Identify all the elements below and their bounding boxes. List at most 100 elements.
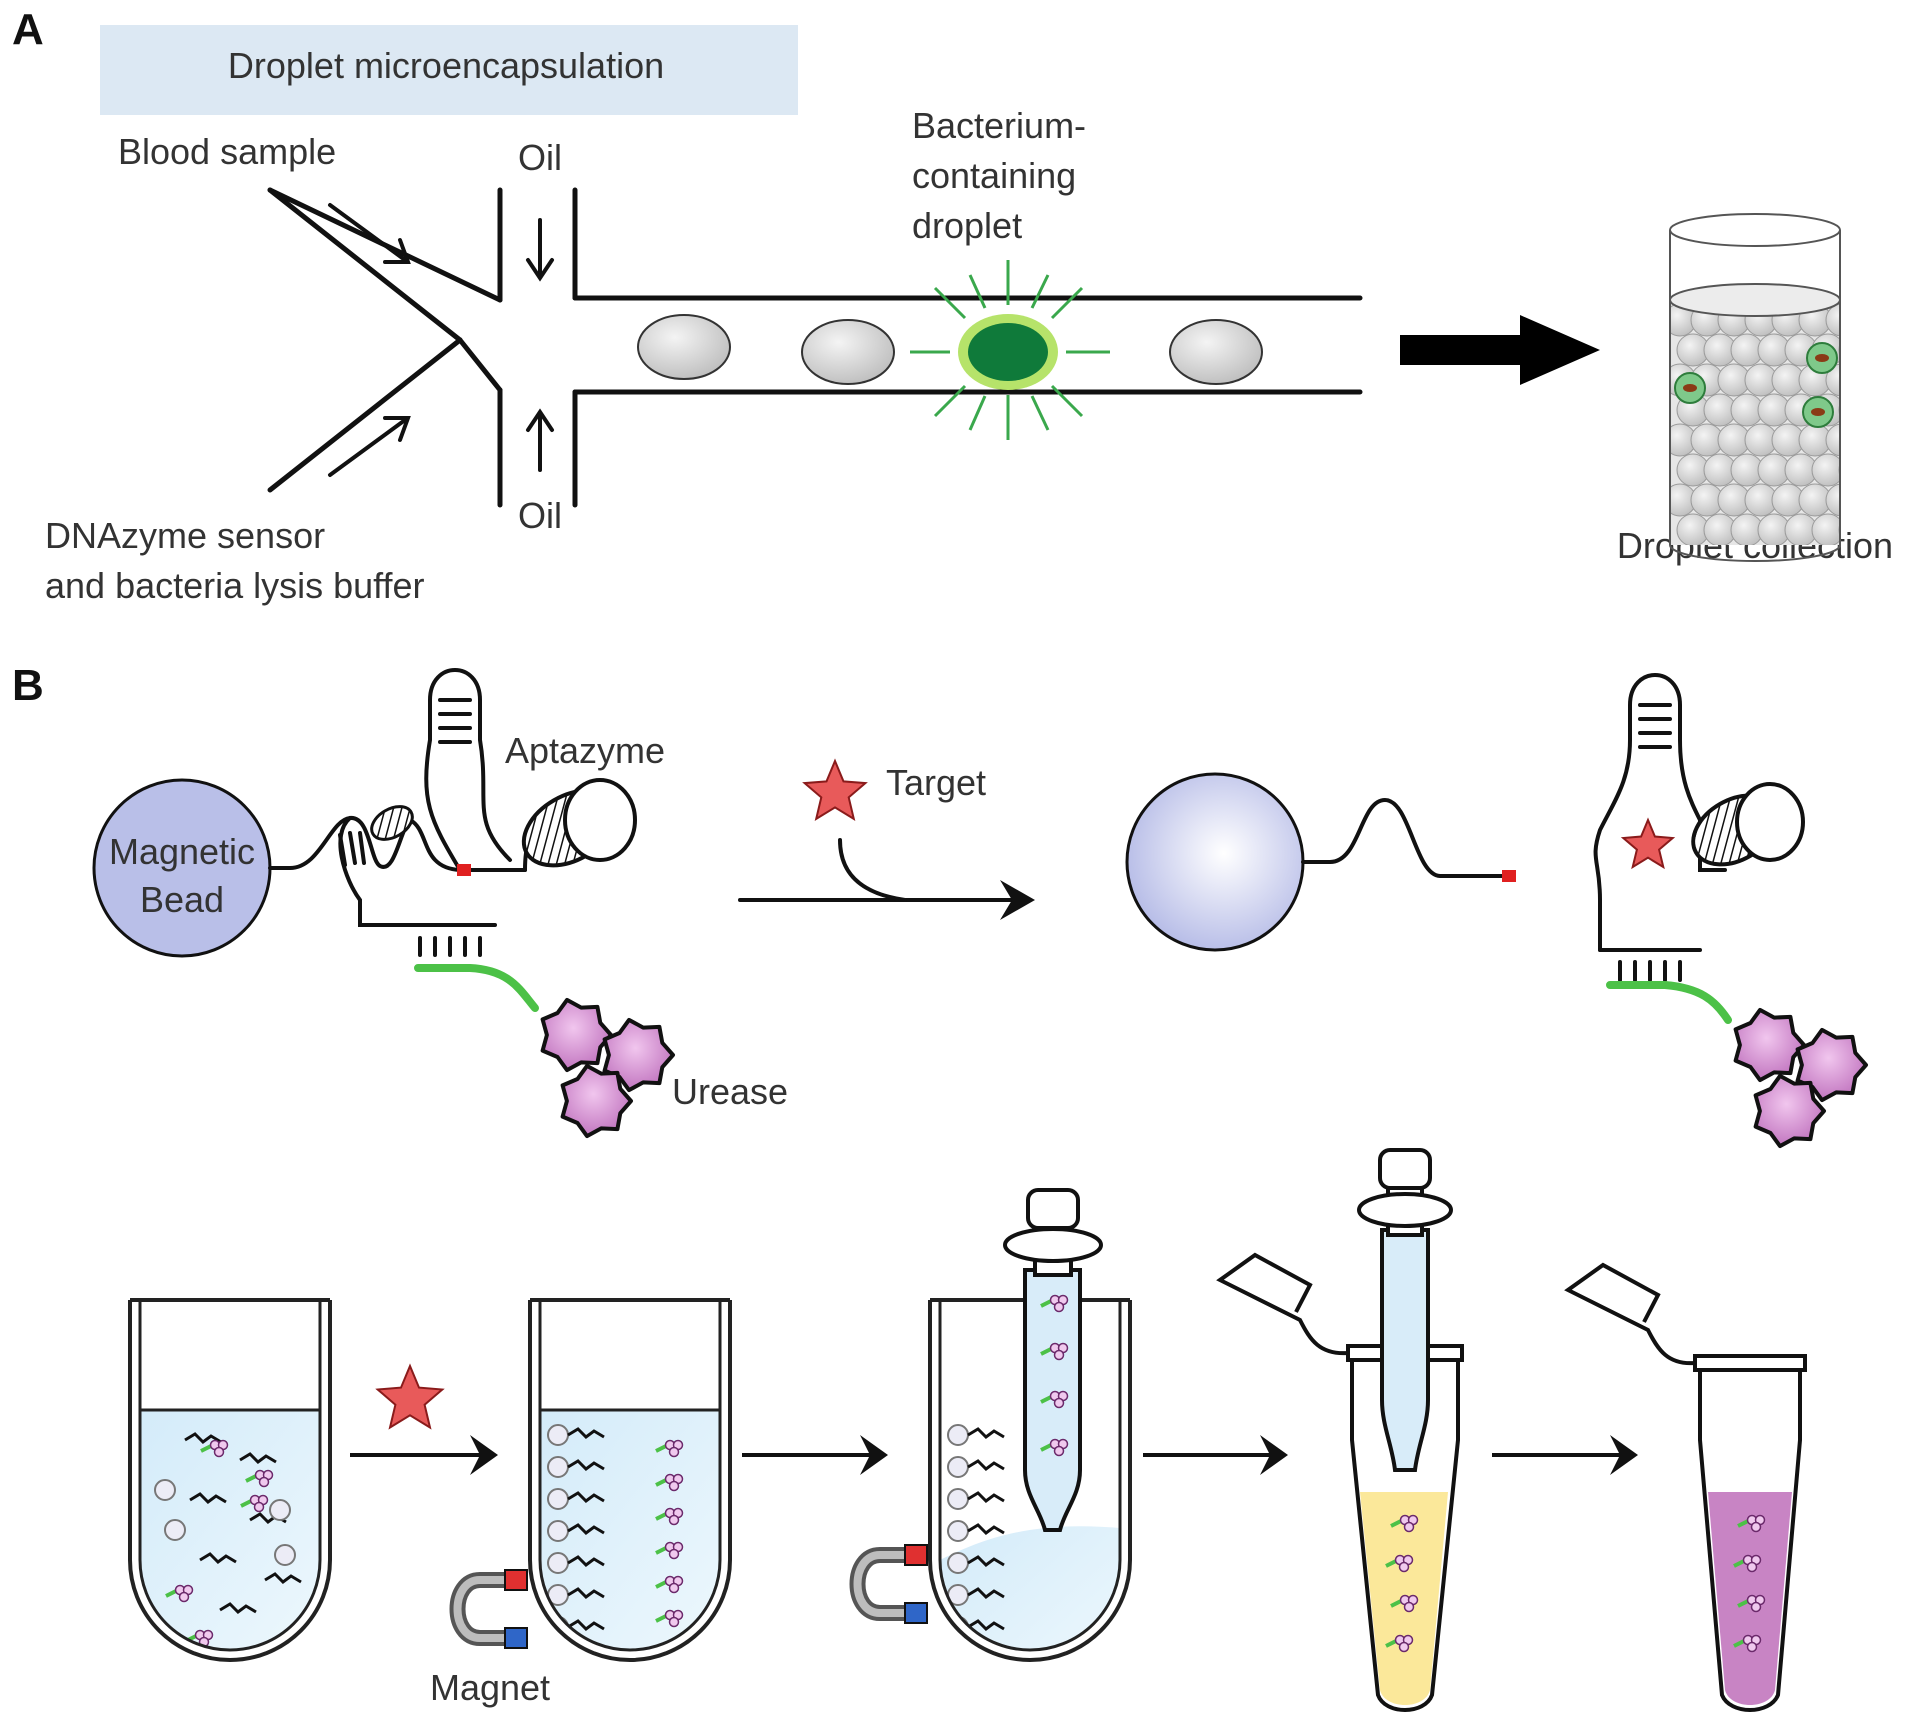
mini-urease xyxy=(253,1501,265,1513)
mini-urease xyxy=(1053,1397,1065,1409)
mini-strand xyxy=(967,1555,1005,1567)
bound-target-star-icon xyxy=(1620,817,1676,870)
bacterium-label-1: Bacterium- xyxy=(912,105,1086,146)
urease-subunit xyxy=(540,997,613,1073)
urease-left xyxy=(540,997,675,1139)
banner-box xyxy=(100,25,798,115)
collected-droplet xyxy=(1825,423,1840,457)
mini-bead xyxy=(947,1488,969,1510)
collected-droplet xyxy=(1825,303,1840,337)
mini-bead xyxy=(274,1544,296,1566)
mini-bead xyxy=(547,1552,569,1574)
bacterium-label-2: containing xyxy=(912,155,1076,196)
mini-bead xyxy=(547,1424,569,1446)
panel-a-letter: A xyxy=(12,5,44,54)
tube-1 xyxy=(128,1298,332,1662)
mini-strand xyxy=(264,1572,302,1584)
arrow-step-2 xyxy=(742,1435,888,1475)
mini-urease xyxy=(1403,1521,1415,1533)
mini-urease xyxy=(213,1446,225,1458)
collection-beads xyxy=(1670,303,1840,545)
target-star-icon xyxy=(802,758,868,822)
microfluidic-chip xyxy=(267,187,1363,508)
bacterium-label-3: droplet xyxy=(912,205,1022,246)
magnet-north-pole xyxy=(504,1569,528,1591)
magnetic-label-1: Magnetic xyxy=(109,831,255,872)
star-shape xyxy=(375,1363,445,1430)
mini-strand xyxy=(567,1587,605,1599)
mini-urease xyxy=(668,1514,680,1526)
cleavage-site-left xyxy=(457,864,471,876)
aptazyme-bound xyxy=(1593,673,1727,982)
mini-strand xyxy=(239,1452,277,1464)
mini-strand xyxy=(967,1459,1005,1471)
tube-4 xyxy=(1216,1252,1464,1712)
bacterium-mark xyxy=(1811,408,1825,416)
urease-subunit xyxy=(1753,1073,1826,1149)
bacterium-mark xyxy=(1815,354,1829,362)
mini-strand xyxy=(184,1432,222,1444)
bacterium-droplet xyxy=(910,260,1110,440)
arrow-step-3 xyxy=(1143,1435,1288,1475)
aptazyme-label: Aptazyme xyxy=(505,730,665,771)
mini-strand xyxy=(567,1555,605,1567)
mini-urease xyxy=(668,1480,680,1492)
hairpin-end-right xyxy=(1735,782,1805,862)
mini-urease xyxy=(668,1548,680,1560)
urease-subunit xyxy=(1795,1027,1868,1103)
collection-tube xyxy=(1669,213,1841,562)
tube-5-contents xyxy=(1733,1514,1766,1653)
mini-strand xyxy=(189,1492,227,1504)
magnet-2-icon xyxy=(849,1544,928,1624)
linker-green-left xyxy=(414,964,539,1012)
sensor-label-1: DNAzyme sensor xyxy=(45,515,325,556)
banner-title: Droplet microencapsulation xyxy=(228,45,664,86)
urease-subunit xyxy=(1733,1007,1806,1083)
collected-droplet xyxy=(1838,343,1840,357)
magnet-shine xyxy=(853,1551,910,1617)
mini-strand xyxy=(567,1523,605,1535)
magnet-south-pole xyxy=(904,1602,928,1624)
mini-strand xyxy=(967,1523,1005,1535)
cleaved-strand xyxy=(1301,797,1507,878)
collected-droplet xyxy=(1838,463,1840,477)
mini-urease xyxy=(1750,1601,1762,1613)
magnet-icon xyxy=(449,1569,528,1649)
mini-bead xyxy=(269,1499,291,1521)
mini-strand xyxy=(567,1459,605,1471)
mini-urease xyxy=(1053,1349,1065,1361)
oil-bottom-label: Oil xyxy=(518,495,562,536)
magnetic-bead-right xyxy=(1125,772,1305,952)
mini-urease xyxy=(668,1582,680,1594)
mini-urease xyxy=(178,1591,190,1603)
mini-urease xyxy=(1398,1561,1410,1573)
mini-bead xyxy=(547,1648,569,1650)
mini-urease xyxy=(1053,1301,1065,1313)
mini-bead xyxy=(154,1479,176,1501)
linker-green-right xyxy=(1606,981,1732,1024)
aptazyme-complex xyxy=(268,668,542,957)
reaction-arrowhead xyxy=(1000,880,1035,920)
magnetic-label-2: Bead xyxy=(140,879,224,920)
duplex-region xyxy=(370,805,414,841)
mini-urease xyxy=(1398,1641,1410,1653)
pipette-1 xyxy=(1003,1188,1103,1532)
flow-arrows xyxy=(328,203,554,477)
collected-droplet xyxy=(1811,453,1840,487)
star-shape xyxy=(1620,817,1676,870)
pipette-2 xyxy=(1357,1148,1453,1472)
mini-strand xyxy=(567,1491,605,1503)
mini-urease xyxy=(258,1476,270,1488)
mini-strand xyxy=(967,1619,1005,1631)
magnet-label: Magnet xyxy=(430,1667,550,1708)
blood-sample-label: Blood sample xyxy=(118,131,336,172)
pipette-1-contents xyxy=(1040,1294,1069,1457)
mini-bead xyxy=(547,1456,569,1478)
magnet-north-pole xyxy=(904,1544,928,1566)
droplet-1 xyxy=(637,314,731,380)
big-right-arrow xyxy=(1400,315,1600,385)
cleavage-site-right xyxy=(1502,870,1516,882)
tube-5 xyxy=(1564,1262,1807,1712)
